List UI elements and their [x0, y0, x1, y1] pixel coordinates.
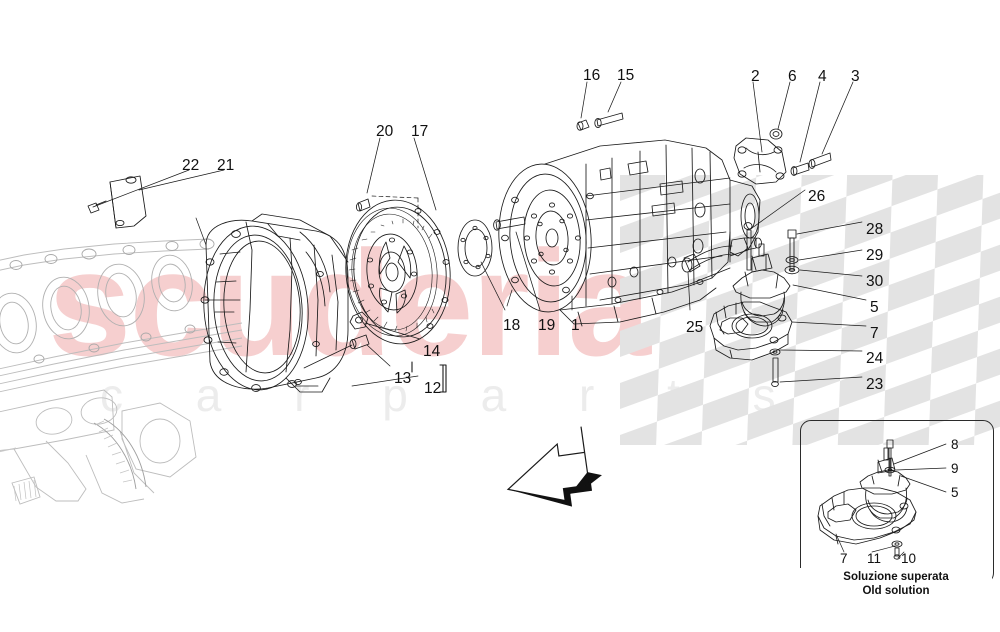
- callout-3: 3: [851, 68, 860, 85]
- part-transmission-1: [498, 139, 761, 327]
- part-bolt-28: [787, 229, 797, 271]
- callout-2: 2: [751, 68, 760, 85]
- part-washer-6: [769, 128, 783, 140]
- part-bolt-19: [493, 216, 526, 231]
- part-washer-30: [784, 265, 800, 275]
- part-spacer-plate-18: [457, 219, 493, 277]
- callout-30: 30: [866, 273, 884, 290]
- part-engine-mount-5: [732, 243, 791, 327]
- direction-arrow: [506, 426, 602, 507]
- callout-14: 14: [423, 343, 441, 360]
- callout-7: 7: [870, 325, 879, 342]
- part-bolt-20: [355, 198, 371, 212]
- part-bolt-3: [808, 152, 832, 169]
- part-washer-24: [769, 348, 781, 356]
- inset-caption: Soluzione superata Old solution: [800, 568, 992, 601]
- callout-16: 16: [583, 67, 601, 84]
- callout-23: 23: [866, 376, 884, 393]
- callout-6: 6: [788, 68, 797, 85]
- inset-callout-9: 9: [951, 461, 959, 476]
- part-bolt-15: [594, 112, 624, 129]
- part-stud-13: [349, 334, 370, 350]
- part-flywheel-17: [345, 199, 451, 345]
- inset-callout-5: 5: [951, 485, 959, 500]
- callout-25: 25: [686, 319, 704, 336]
- part-bolt-22: [87, 200, 107, 214]
- part-bracket-21: [109, 175, 147, 229]
- callout-18: 18: [503, 317, 521, 334]
- part-bolt-26: [743, 222, 753, 271]
- callout-12: 12: [424, 380, 442, 397]
- callout-21: 21: [217, 157, 235, 174]
- part-bell-housing: [200, 213, 349, 393]
- inset-caption-italian: Soluzione superata: [843, 571, 949, 583]
- callout-17: 17: [411, 123, 429, 140]
- callout-20: 20: [376, 123, 394, 140]
- callout-29: 29: [866, 247, 884, 264]
- inset-callout-10: 10: [901, 551, 917, 566]
- callout-1: 1: [571, 317, 580, 334]
- callout-26: 26: [808, 188, 826, 205]
- part-bolt-16: [576, 119, 590, 131]
- callout-5: 5: [870, 299, 879, 316]
- inset-callout-7: 7: [840, 551, 848, 566]
- callout-13: 13: [394, 370, 412, 387]
- callout-19: 19: [538, 317, 556, 334]
- callout-22: 22: [182, 157, 200, 174]
- part-washer-29: [785, 256, 799, 264]
- callout-15: 15: [617, 67, 635, 84]
- part-bolt-4: [790, 162, 810, 176]
- part-bolt-23: [771, 357, 779, 388]
- inset-callout-8: 8: [951, 437, 959, 452]
- inset-caption-english: Old solution: [862, 585, 930, 598]
- part-nut-14: [349, 311, 369, 330]
- part-mount-bracket-7: [709, 301, 793, 361]
- part-bracket-2: [733, 137, 787, 185]
- callout-24: 24: [866, 350, 884, 367]
- callout-4: 4: [818, 68, 827, 85]
- inset-artwork: [817, 439, 947, 560]
- part-sensor-cable-25: [681, 237, 762, 273]
- callout-28: 28: [866, 221, 884, 238]
- inset-callout-11: 11: [867, 551, 882, 566]
